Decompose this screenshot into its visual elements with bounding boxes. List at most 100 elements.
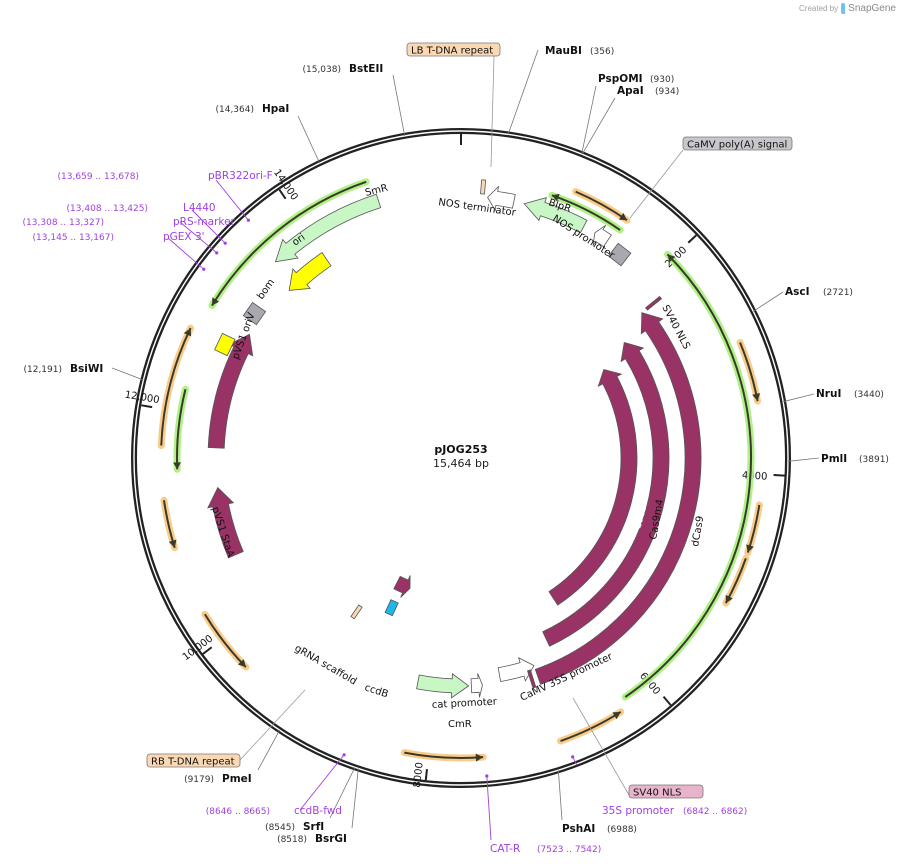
restriction-site-apai[interactable]: ApaI (934) <box>617 85 679 97</box>
callout-leader-line <box>572 697 630 796</box>
primer-l4440[interactable]: L4440(13,408 .. 13,425) <box>67 202 216 214</box>
credit-prefix: Created by <box>799 4 839 13</box>
restriction-site-bsteii[interactable]: BstEII(15,038) <box>302 63 383 75</box>
primer-name: ccdB-fwd <box>294 805 342 817</box>
callout-leader-line <box>629 149 684 219</box>
restriction-site-maubi[interactable]: MauBI(356) <box>545 45 614 57</box>
restriction-site-nrui[interactable]: NruI(3440) <box>816 388 884 400</box>
site-leader-line <box>257 729 280 771</box>
feature-ori <box>288 252 332 291</box>
restriction-site-pspomi[interactable]: PspOMI(930) <box>598 73 674 85</box>
orf-arrowhead-icon <box>551 193 560 202</box>
site-name: BsiWI <box>70 363 103 375</box>
primer-leader-line <box>179 221 218 254</box>
feature-nos-terminator <box>487 185 516 212</box>
restriction-site-pshai[interactable]: PshAI (6988) <box>562 823 637 835</box>
restriction-site-pmli[interactable]: PmlI (3891) <box>821 453 889 465</box>
primer-range: (7523 .. 7542) <box>537 845 601 855</box>
primer-range: (13,145 .. 13,167) <box>33 233 114 243</box>
feature-pvs1-staa <box>207 486 244 559</box>
restriction-site-pmei[interactable]: PmeI(9179) <box>184 773 252 785</box>
site-position: (934) <box>655 87 679 97</box>
callout-label: RB T-DNA repeat <box>151 757 235 768</box>
feature-cmr <box>416 673 470 699</box>
site-name: SrfI <box>303 821 324 833</box>
orf-arrowhead-icon <box>173 462 182 470</box>
feature-label-dcas9: dCas9 <box>690 515 706 547</box>
site-name: PshAI <box>562 823 595 835</box>
site-position: (15,038) <box>302 65 341 75</box>
tick-mark <box>278 189 287 200</box>
primer-35s-promoter[interactable]: 35S promoter(6842 .. 6862) <box>602 805 747 817</box>
primer-pgex-3[interactable]: pGEX 3'(13,145 .. 13,167) <box>33 231 205 243</box>
callout-lb-t-dna-repeat[interactable]: LB T-DNA repeat <box>406 42 501 57</box>
orf-arrowhead-icon <box>725 594 733 604</box>
feature-bom <box>242 301 267 326</box>
callout-camv-poly-a-signal[interactable]: CaMV poly(A) signal <box>682 136 793 151</box>
feature-ccdb <box>393 575 411 598</box>
site-position: (12,191) <box>23 365 62 375</box>
snapgene-credit: Created by SnapGene <box>799 3 896 14</box>
restriction-site-bsrgi[interactable]: BsrGI (8518) <box>277 833 347 845</box>
tick-mark <box>687 234 697 244</box>
primer-range: (6842 .. 6862) <box>683 807 747 817</box>
callout-label: SV40 NLS <box>633 788 682 799</box>
callout-leader-line <box>490 55 495 168</box>
orf-arrowhead-icon <box>237 659 246 668</box>
callout-box <box>406 42 501 57</box>
primer-site-marker-icon <box>202 267 206 271</box>
site-name: BsrGI <box>315 833 347 845</box>
site-name: ApaI <box>617 85 644 97</box>
site-leader-line <box>581 85 597 155</box>
orf-arrowhead-icon <box>211 297 220 306</box>
orf-arrowhead-icon <box>183 328 192 337</box>
feature-nos-promoter <box>592 224 612 248</box>
feature-label-bom: bom <box>255 277 277 302</box>
site-position: (3891) <box>859 455 889 465</box>
feature-pvs1-repa <box>207 333 254 449</box>
feature-sv40-nls <box>645 295 663 311</box>
site-leader-line <box>783 393 815 403</box>
orf-arrowhead-icon <box>475 753 484 762</box>
primer-pbr322ori-f[interactable]: pBR322ori-F(13,659 .. 13,678) <box>58 170 273 182</box>
site-position: (8518) <box>277 835 307 845</box>
feature-dcas9 <box>534 312 702 685</box>
tick-mark <box>773 474 785 477</box>
orf-arrowhead-icon <box>618 212 628 221</box>
primer-range: (13,408 .. 13,425) <box>67 204 148 214</box>
orf-line <box>211 180 367 307</box>
primer-leader-line <box>191 209 226 244</box>
feature-label-ccdb: ccdB <box>363 682 390 700</box>
site-leader-line <box>392 74 406 136</box>
callout-rb-t-dna-repeat[interactable]: RB T-DNA repeat <box>146 753 241 768</box>
site-position: (3440) <box>854 390 884 400</box>
primer-cat-r[interactable]: CAT-R(7523 .. 7542) <box>490 843 601 855</box>
primer-ccdb-fwd[interactable]: ccdB-fwd (8646 .. 8665) <box>206 805 342 817</box>
orf-line <box>624 253 752 698</box>
site-position: (2721) <box>823 288 853 298</box>
orf-arrowhead-icon <box>746 544 754 553</box>
site-position: (6988) <box>607 825 637 835</box>
primer-leader-line <box>486 775 492 841</box>
site-leader-line <box>557 770 563 821</box>
restriction-site-srfi[interactable]: SrfI(8545) <box>265 821 324 833</box>
primer-range: (8646 .. 8665) <box>206 807 270 817</box>
primer-site-marker-icon <box>223 241 227 245</box>
primer-site-marker-icon <box>485 774 489 778</box>
callout-label: LB T-DNA repeat <box>411 46 493 57</box>
site-position: (9179) <box>184 775 214 785</box>
restriction-site-bsiwi[interactable]: BsiWI (12,191) <box>23 363 103 375</box>
restriction-site-asci[interactable]: AscI(2721) <box>785 286 853 298</box>
restriction-site-hpai[interactable]: HpaI(14,364) <box>215 103 289 115</box>
primer-site-marker-icon <box>342 753 346 757</box>
callout-box <box>628 784 704 799</box>
tick-mark <box>141 404 153 409</box>
callout-sv40-nls[interactable]: SV40 NLS <box>628 784 704 799</box>
callout-box <box>682 136 793 151</box>
site-name: MauBI <box>545 45 582 57</box>
primer-leader-line <box>299 754 345 811</box>
site-name: PmlI <box>821 453 847 465</box>
feature-label-cat-promoter: cat promoter <box>432 697 499 711</box>
feature-label-smr: SmR <box>364 183 389 199</box>
